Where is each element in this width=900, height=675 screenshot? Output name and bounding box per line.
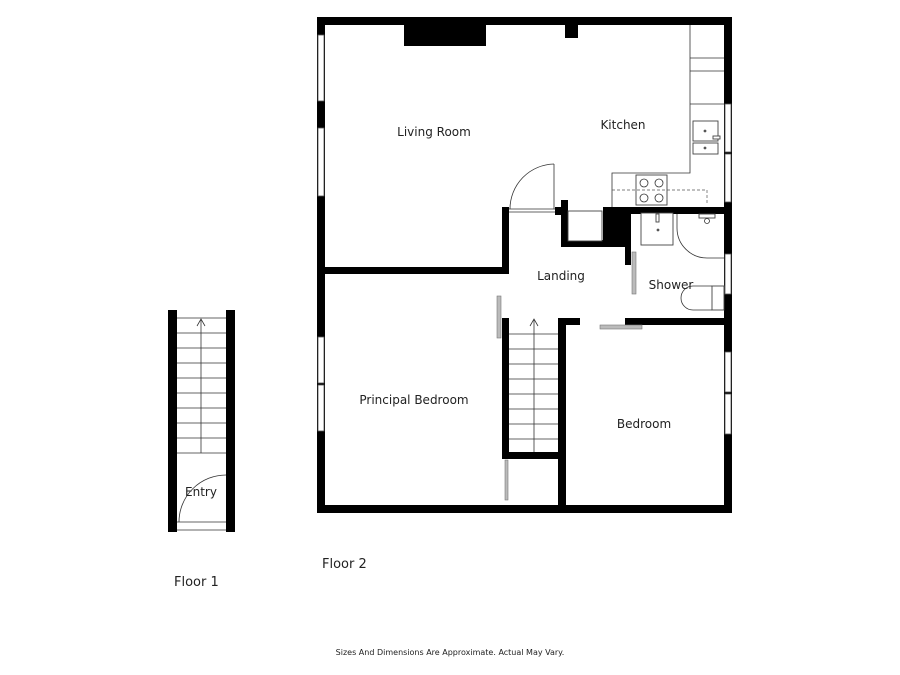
floor2-staircase [509,318,558,452]
wall-kitchen-shower [603,207,732,214]
floor1-right-wall [226,310,235,532]
floor-2-plan: Living Room Kitchen Landing Shower Princ… [317,17,732,513]
window-living-2 [317,127,325,197]
window-bedroom-4 [724,393,732,435]
floor1-staircase [177,317,226,454]
wall-block [603,207,625,240]
wall-stair-left [502,318,509,459]
room-label-principal-bedroom: Principal Bedroom [359,393,468,407]
window-living-1 [317,34,325,102]
shower-sliding-door[interactable] [631,251,637,295]
bedroom-sliding-door[interactable] [599,324,643,330]
cupboard [567,210,603,242]
kitchen-fittings [611,25,724,207]
wall-cupboard-left [561,200,568,246]
room-label-landing: Landing [537,269,585,283]
wall-cupboard-bottom [561,240,625,247]
wall-landing-left [502,207,509,274]
window-bedroom-3 [724,351,732,393]
chimney-breast [404,25,486,46]
bottom-wall [317,505,732,513]
wall-cabinet-outline [612,189,708,204]
window-bedroom-2 [317,384,325,432]
toilet-bowl-icon [680,285,712,311]
floor-2-title: Floor 2 [322,557,367,572]
wall-bedroom-left [558,318,566,513]
stair-up-arrow-icon [196,318,206,327]
wall-stair-bottom [502,452,566,459]
floor-1-plan: Entry [168,310,235,532]
window-kitchen-2 [724,153,732,203]
living-room-door[interactable] [509,163,555,213]
left-wall [317,17,325,513]
store-sliding-door[interactable] [504,459,509,501]
wall-shower-bottom [625,318,732,325]
door-swing-arc-icon [178,474,227,523]
stair-up-arrow-icon [529,318,539,327]
room-label-shower: Shower [649,278,694,292]
toilet-cistern-icon [711,285,725,311]
floor-1-title: Floor 1 [174,575,219,590]
window-bedroom-1 [317,336,325,384]
floor1-left-wall [168,310,177,532]
entry-door[interactable] [177,474,227,531]
shower-valve-icon [698,213,716,219]
principal-bedroom-sliding-door[interactable] [496,295,502,339]
top-wall [317,17,732,25]
wall-landing-top-stub [555,207,563,215]
wall-bedroom-top-stub [558,318,580,325]
room-label-entry: Entry [185,485,217,499]
wall-living-bedroom [325,267,507,274]
door-swing-arc-icon [509,163,555,210]
wall-pillar [565,25,578,38]
bathroom-fittings [640,212,725,311]
room-label-bedroom: Bedroom [617,417,671,431]
room-label-living-room: Living Room [397,125,471,139]
window-kitchen-1 [724,103,732,153]
room-label-kitchen: Kitchen [600,118,645,132]
window-shower [724,253,732,295]
disclaimer-text: Sizes And Dimensions Are Approximate. Ac… [336,648,565,657]
shower-screen-icon [676,214,724,259]
wall-shower-left [625,207,631,265]
